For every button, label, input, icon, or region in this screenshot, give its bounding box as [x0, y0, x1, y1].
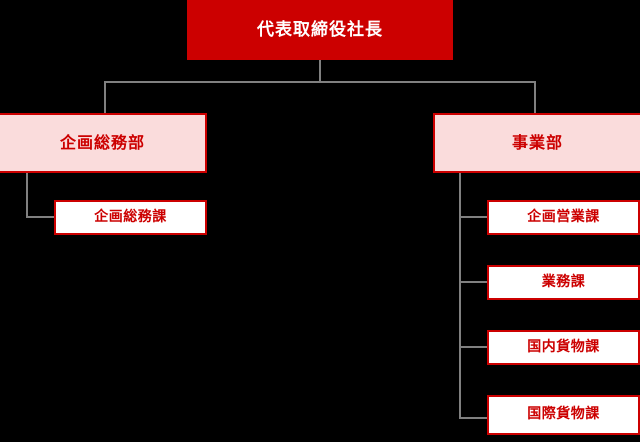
node-planning-division[interactable]: 企画総務部 [0, 113, 207, 173]
connector-stub-international-cargo-section [459, 417, 489, 419]
node-planning-section-label: 企画総務課 [94, 208, 167, 225]
node-sales-section-label: 企画営業課 [527, 208, 600, 225]
node-sales-section[interactable]: 企画営業課 [487, 200, 640, 235]
node-president[interactable]: 代表取締役社長 [187, 0, 453, 60]
connector-drop-business-division [534, 81, 536, 114]
node-operations-section[interactable]: 業務課 [487, 265, 640, 300]
connector-stub-operations-section [459, 281, 489, 283]
connector-president-stem [319, 60, 321, 83]
node-business-division[interactable]: 事業部 [433, 113, 640, 173]
connector-president-bus [104, 81, 536, 83]
connector-stub-planning-section [26, 216, 56, 218]
connector-stub-sales-section [459, 216, 489, 218]
node-domestic-cargo-section-label: 国内貨物課 [527, 338, 600, 355]
node-international-cargo-section[interactable]: 国際貨物課 [487, 395, 640, 435]
connector-stub-domestic-cargo-section [459, 346, 489, 348]
node-planning-division-label: 企画総務部 [59, 133, 145, 153]
connector-drop-planning-division [104, 81, 106, 114]
node-planning-section[interactable]: 企画総務課 [54, 200, 207, 235]
node-international-cargo-section-label: 国際貨物課 [527, 406, 600, 423]
node-domestic-cargo-section[interactable]: 国内貨物課 [487, 330, 640, 365]
node-business-division-label: 事業部 [511, 133, 563, 153]
node-president-label: 代表取締役社長 [257, 19, 383, 40]
connector-trunk-business-division [459, 173, 461, 419]
connector-trunk-planning-division [26, 173, 28, 218]
node-operations-section-label: 業務課 [541, 273, 586, 290]
